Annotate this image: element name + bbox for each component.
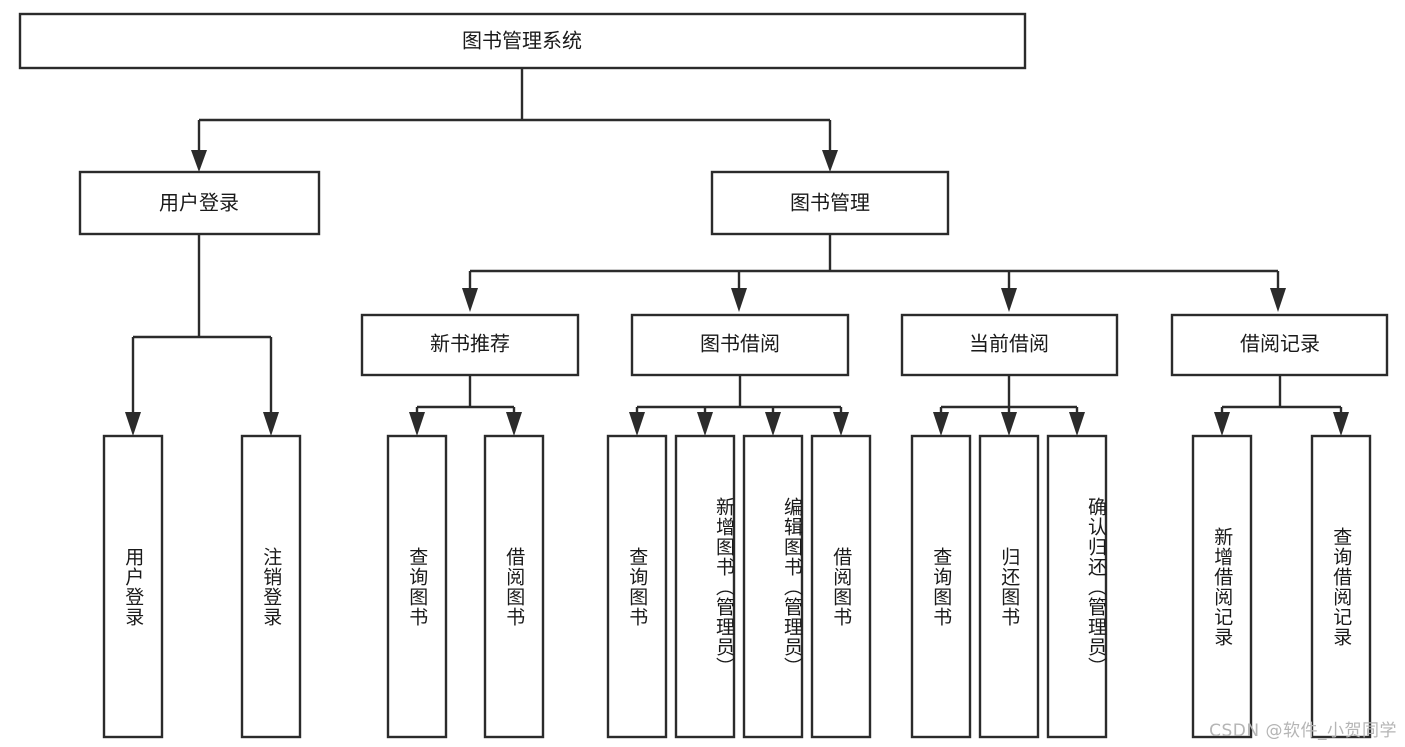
- node-user-login[interactable]: 用户登录: [78, 170, 321, 236]
- node-current-borrow-label: 当前借阅: [969, 332, 1049, 356]
- node-leaf-query-book-2-box[interactable]: [606, 434, 668, 739]
- node-leaf-query-record-box[interactable]: [1310, 434, 1372, 739]
- arrow-head-icon: [1001, 288, 1017, 312]
- node-leaf-borrow-book-2-box[interactable]: [810, 434, 872, 739]
- node-leaf-edit-book-box[interactable]: [742, 434, 804, 739]
- connector-book-manage-to-level3: [462, 234, 1286, 312]
- node-leaf-user-logout-box[interactable]: [240, 434, 302, 739]
- node-root[interactable]: 图书管理系统: [18, 12, 1027, 70]
- node-leaf-query-book-3-box[interactable]: [910, 434, 972, 739]
- node-new-book-recommend[interactable]: 新书推荐: [360, 313, 580, 377]
- node-leaf-borrow-book-1-box[interactable]: [483, 434, 545, 739]
- node-leaf-confirm-return-box[interactable]: [1046, 434, 1108, 739]
- node-leaf-query-book-1-box[interactable]: [386, 434, 448, 739]
- node-book-borrow-label: 图书借阅: [700, 332, 780, 356]
- node-leaf-add-book-box[interactable]: [674, 434, 736, 739]
- arrow-head-icon: [933, 412, 949, 436]
- arrow-head-icon: [125, 412, 141, 436]
- connector-new-book-recommend-to-leaves: [409, 375, 522, 436]
- node-current-borrow[interactable]: 当前借阅: [900, 313, 1119, 377]
- arrow-head-icon: [1333, 412, 1349, 436]
- connector-current-borrow-to-leaves: [933, 375, 1085, 436]
- arrow-head-icon: [506, 412, 522, 436]
- node-new-book-recommend-box[interactable]: [360, 313, 580, 377]
- node-current-borrow-box[interactable]: [900, 313, 1119, 377]
- csdn-watermark: CSDN @软件_小贺同学: [1209, 721, 1397, 741]
- connector-user-login-to-leaves: [125, 234, 279, 436]
- arrow-head-icon: [1270, 288, 1286, 312]
- arrow-head-icon: [765, 412, 781, 436]
- node-user-login-label: 用户登录: [159, 191, 239, 215]
- arrow-head-icon: [1214, 412, 1230, 436]
- node-leaf-user-login-box[interactable]: [102, 434, 164, 739]
- node-root-label: 图书管理系统: [462, 29, 582, 53]
- arrow-head-icon: [462, 288, 478, 312]
- node-user-login-box[interactable]: [78, 170, 321, 236]
- connector-root-to-level2: [191, 68, 838, 172]
- arrow-head-icon: [822, 150, 838, 172]
- node-borrow-record[interactable]: 借阅记录: [1170, 313, 1389, 377]
- arrow-head-icon: [697, 412, 713, 436]
- node-root-box[interactable]: [18, 12, 1027, 70]
- arrow-head-icon: [1001, 412, 1017, 436]
- connector-borrow-record-to-leaves: [1214, 375, 1349, 436]
- arrow-head-icon: [833, 412, 849, 436]
- arrow-head-icon: [629, 412, 645, 436]
- node-new-book-recommend-label: 新书推荐: [430, 332, 510, 356]
- arrow-head-icon: [409, 412, 425, 436]
- node-book-manage[interactable]: 图书管理: [710, 170, 950, 236]
- arrow-head-icon: [731, 288, 747, 312]
- connector-book-borrow-to-leaves: [629, 375, 849, 436]
- arrow-head-icon: [1069, 412, 1085, 436]
- node-book-borrow[interactable]: 图书借阅: [630, 313, 850, 377]
- node-borrow-record-label: 借阅记录: [1240, 332, 1320, 356]
- node-leaf-add-record-box[interactable]: [1191, 434, 1253, 739]
- node-leaf-return-book-box[interactable]: [978, 434, 1040, 739]
- arrow-head-icon: [263, 412, 279, 436]
- arrow-head-icon: [191, 150, 207, 172]
- node-book-manage-label: 图书管理: [790, 191, 870, 215]
